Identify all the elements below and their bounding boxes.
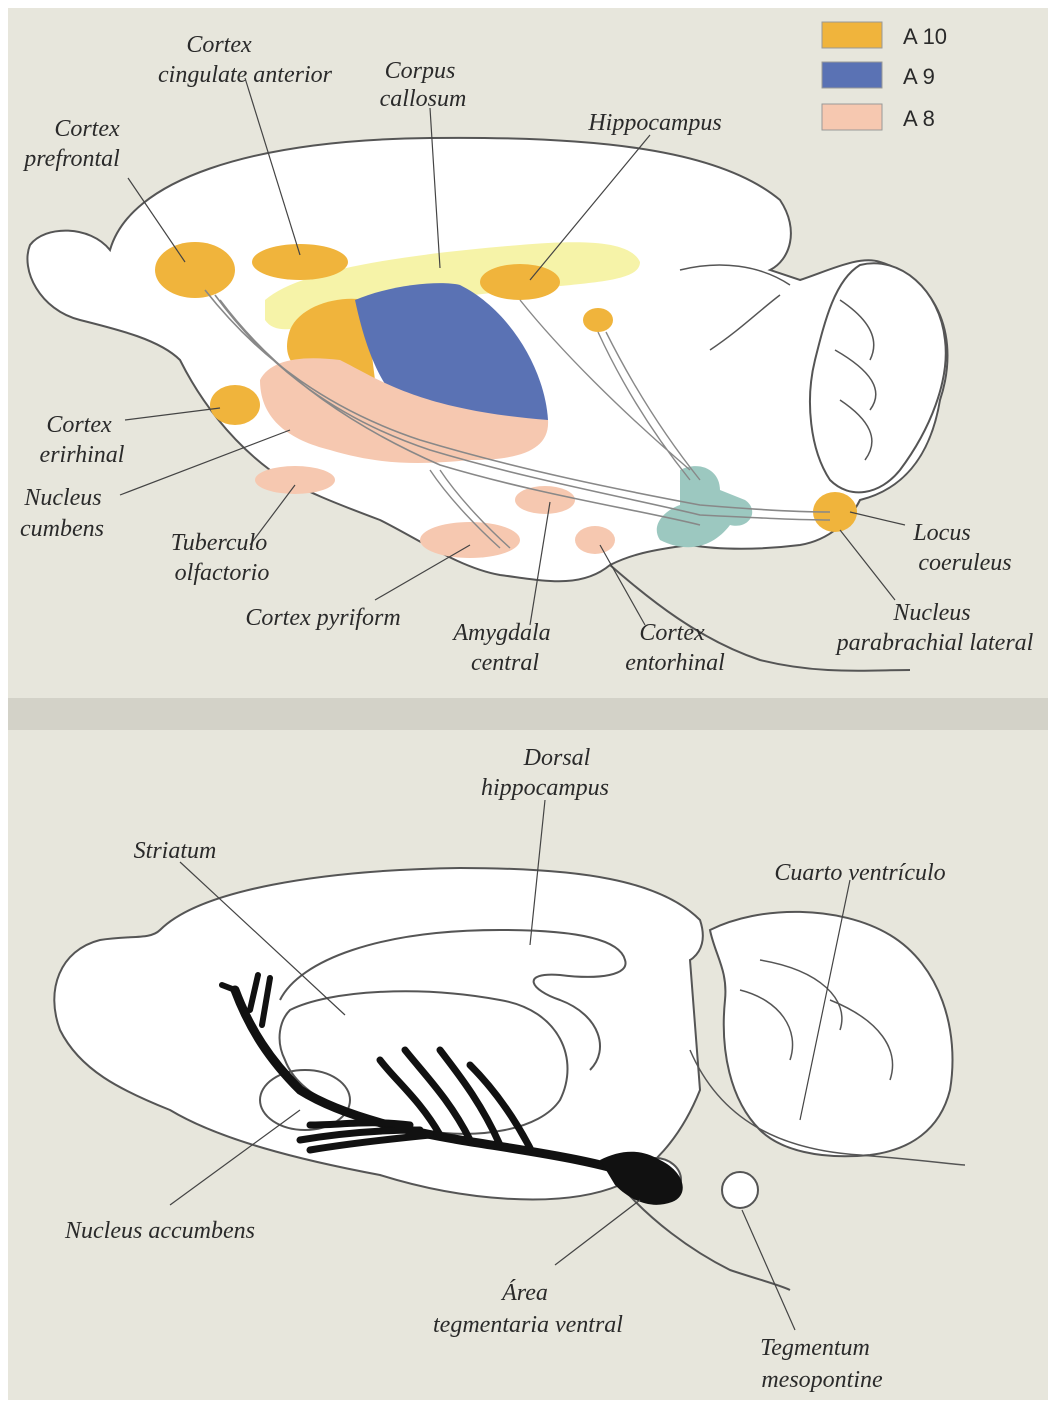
erirhinal-region [210, 385, 260, 425]
label-nucleus-accumbens: Nucleus accumbens [64, 1218, 255, 1244]
small-a10-region [583, 308, 613, 332]
amygdala-a8-region [515, 486, 575, 514]
legend-item-a9: A 9 [822, 62, 935, 89]
panel-divider [8, 698, 1048, 730]
hippocampus-region [480, 264, 560, 300]
cortex-prefrontal-region [155, 242, 235, 298]
legend-label-a8: A 8 [903, 106, 935, 131]
label-striatum: Striatum [134, 838, 217, 864]
legend-label-a10: A 10 [903, 24, 947, 49]
legend-swatch-a8 [822, 104, 882, 130]
label-hippocampus: Hippocampus [587, 110, 721, 136]
cingulate-region [252, 244, 348, 280]
entorhinal-a8-region [575, 526, 615, 554]
label-cortex-pyriform: Cortex pyriform [245, 605, 400, 631]
pyriform-a8-region [420, 522, 520, 558]
legend-item-a8: A 8 [822, 104, 935, 131]
legend-swatch-a10 [822, 22, 882, 48]
tegmentum-mesopontine-circle [722, 1172, 758, 1208]
olfactory-a8-region [255, 466, 335, 494]
legend-swatch-a9 [822, 62, 882, 88]
legend-label-a9: A 9 [903, 64, 935, 89]
label-cuarto-ventriculo: Cuarto ventrículo [774, 860, 945, 886]
